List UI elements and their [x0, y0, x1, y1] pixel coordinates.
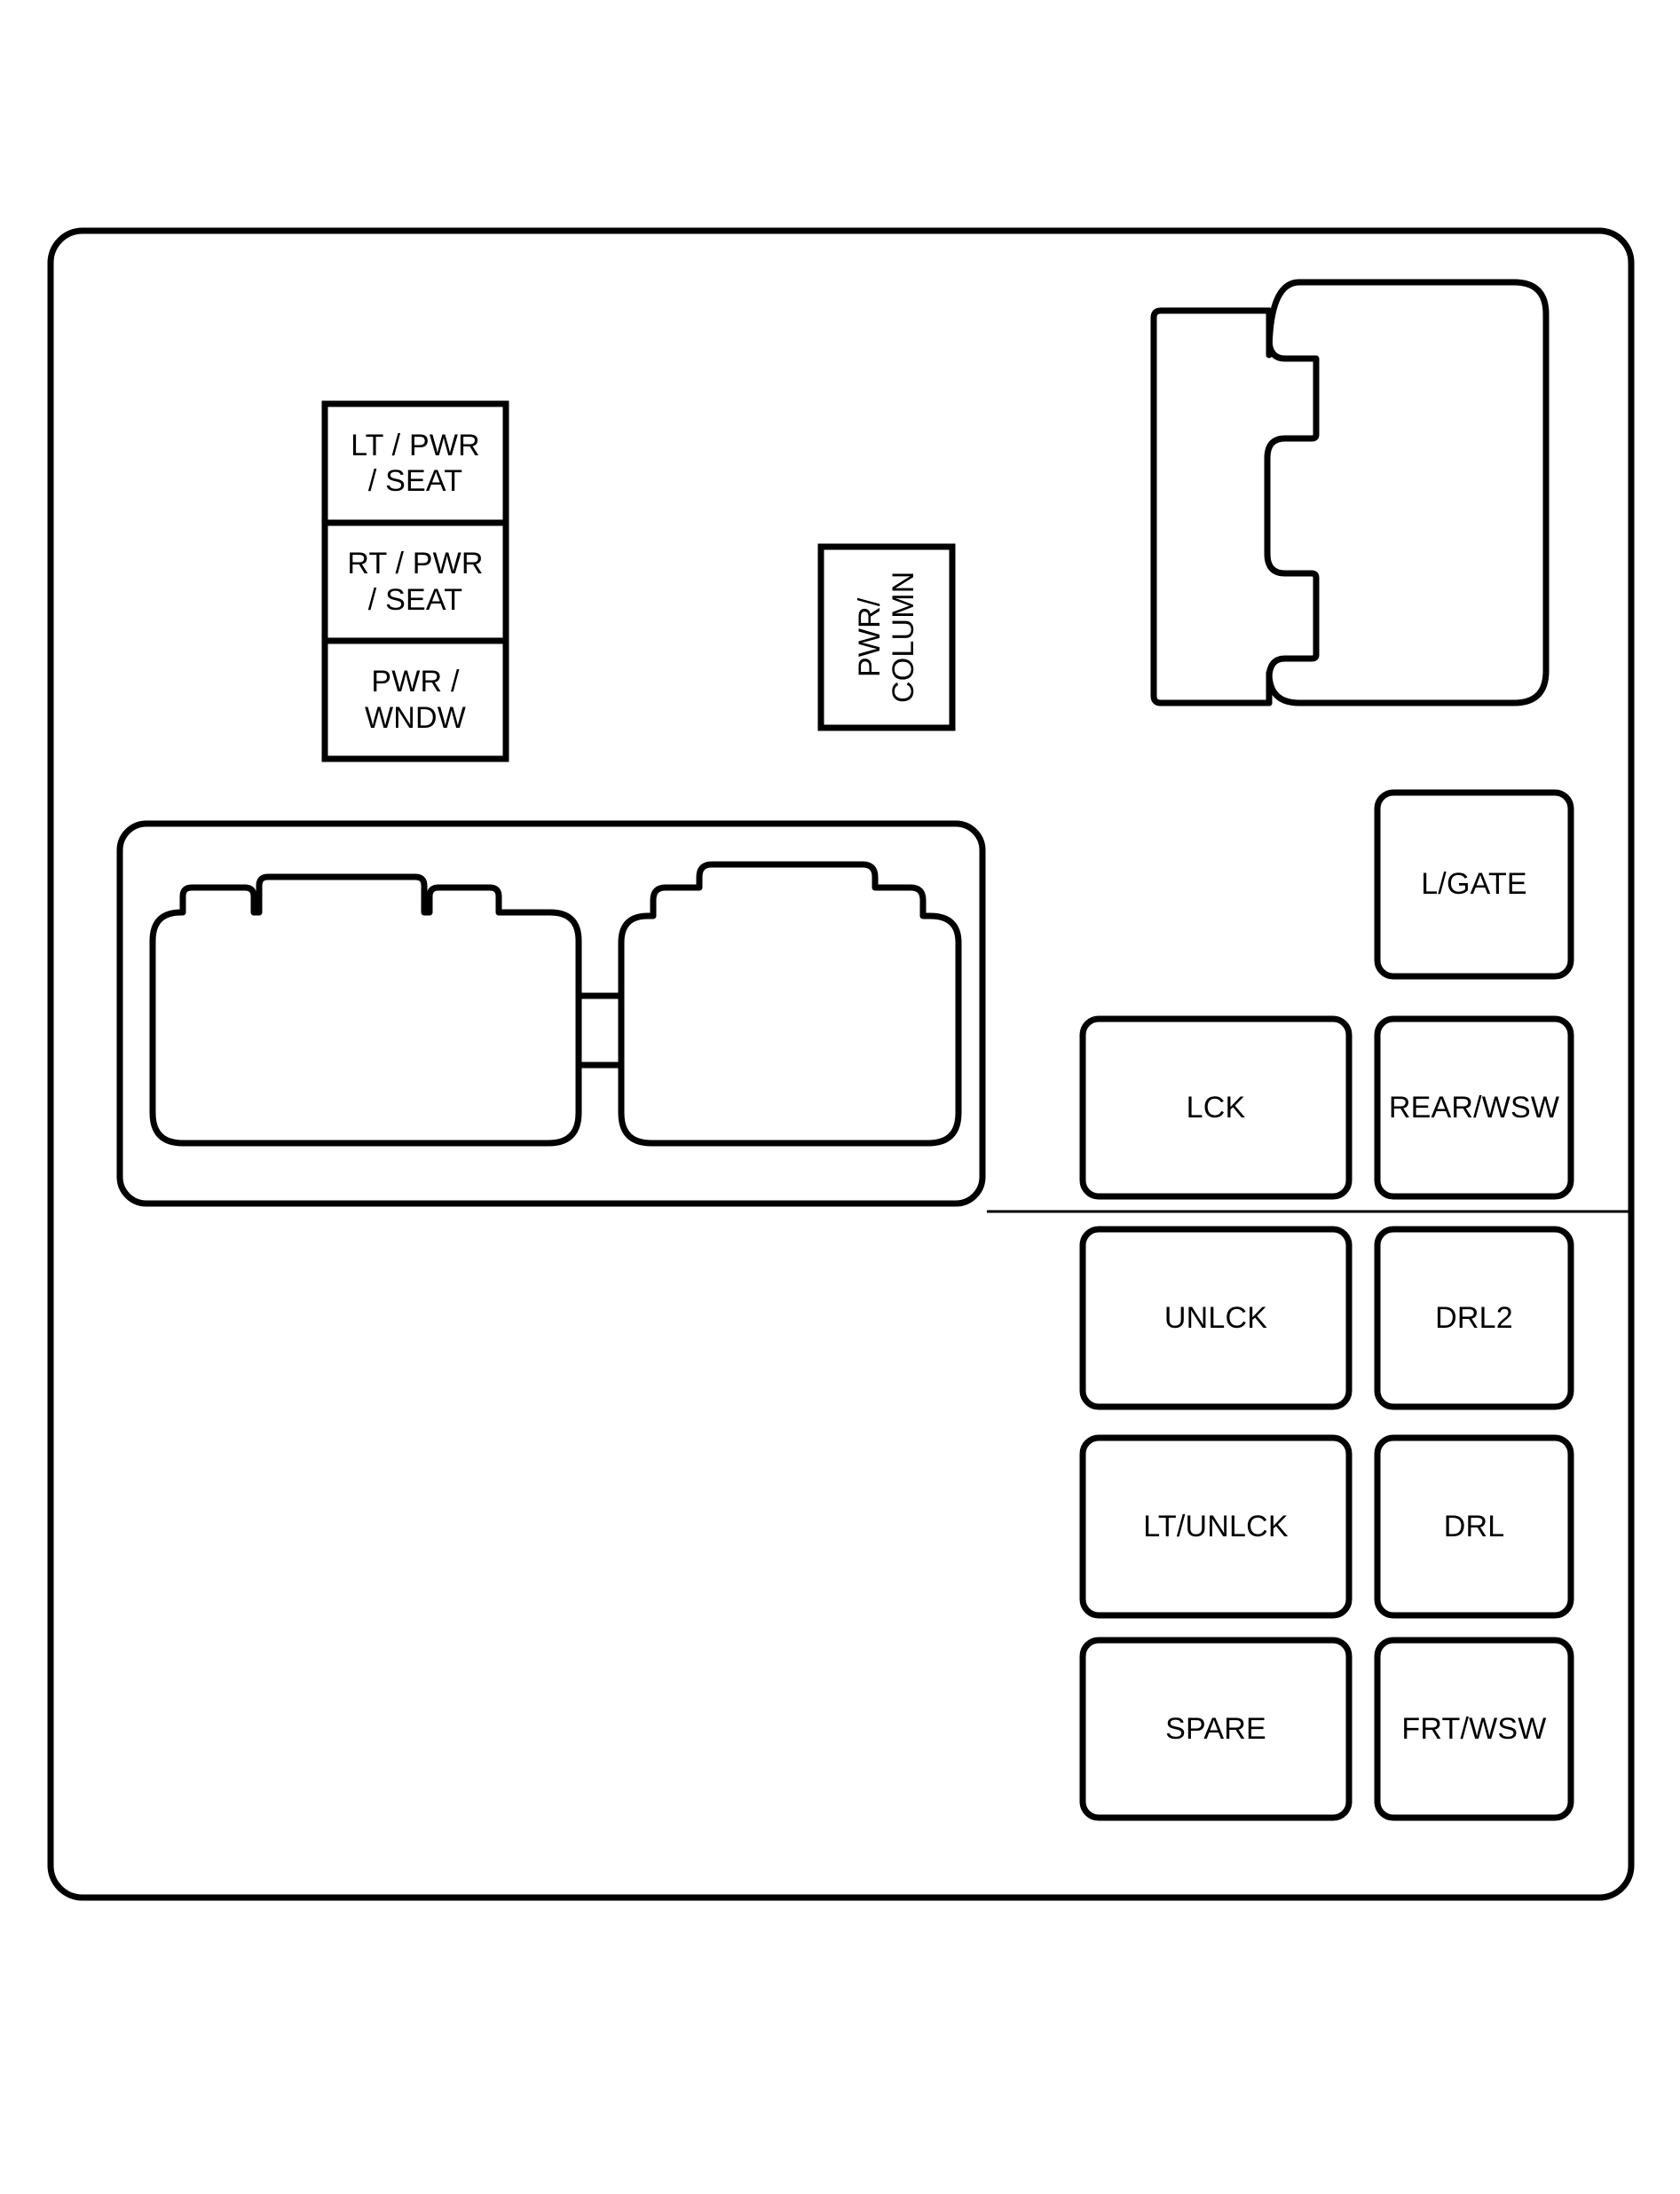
fuse-box-drl2[interactable] [1374, 1226, 1574, 1410]
fuse-label-pwr-wndw: PWR / WNDW [364, 665, 467, 735]
fuse-label-lck: LCK [1186, 1090, 1246, 1125]
fuse-box-spare[interactable] [1079, 1637, 1353, 1821]
right-connector-body[interactable] [618, 861, 962, 1147]
fuse-label-column [321, 400, 509, 762]
fuse-label-drl2: DRL2 [1435, 1300, 1513, 1335]
fuse-label-rear-wsw: REAR/WSW [1388, 1090, 1560, 1125]
fuse-grid [1079, 789, 1574, 1821]
fuse-label-unlck: UNLCK [1163, 1300, 1268, 1335]
fuse-box-frt-wsw[interactable] [1374, 1637, 1574, 1821]
pwr-column-label: PWR/ COLUMN [852, 571, 920, 704]
fuse-label-lt-pwr-seat: LT / PWR / SEAT [351, 428, 480, 498]
left-connector-body[interactable] [149, 873, 582, 1147]
fuse-box-drl[interactable] [1374, 1434, 1574, 1619]
fuse-box-lck[interactable] [1079, 1015, 1353, 1200]
fuse-label-lt-unlck: LT/UNLCK [1143, 1509, 1289, 1543]
fuse-label-cell-pwr-wndw[interactable] [321, 637, 509, 762]
fuse-label-frt-wsw: FRT/WSW [1401, 1711, 1547, 1746]
fuse-box-lt-unlck[interactable] [1079, 1434, 1353, 1619]
pwr-column-box[interactable] [817, 543, 956, 731]
fuse-label-l-gate: L/GATE [1421, 867, 1527, 902]
fuse-label-spare: SPARE [1165, 1711, 1266, 1746]
dual-connector-assembly [116, 820, 986, 1207]
panel-outline [47, 227, 1635, 1901]
notched-connector-outline[interactable] [1150, 279, 1550, 706]
fuse-box-unlck[interactable] [1079, 1226, 1353, 1410]
fuse-label-drl: DRL [1443, 1509, 1505, 1543]
notched-connector-profile [1264, 307, 1320, 706]
connector-bridge [575, 992, 627, 1069]
fuse-label-rt-pwr-seat: RT / PWR / SEAT [347, 547, 484, 617]
fuse-box-rear-wsw[interactable] [1374, 1015, 1574, 1200]
fuse-box-l-gate[interactable] [1374, 789, 1574, 980]
